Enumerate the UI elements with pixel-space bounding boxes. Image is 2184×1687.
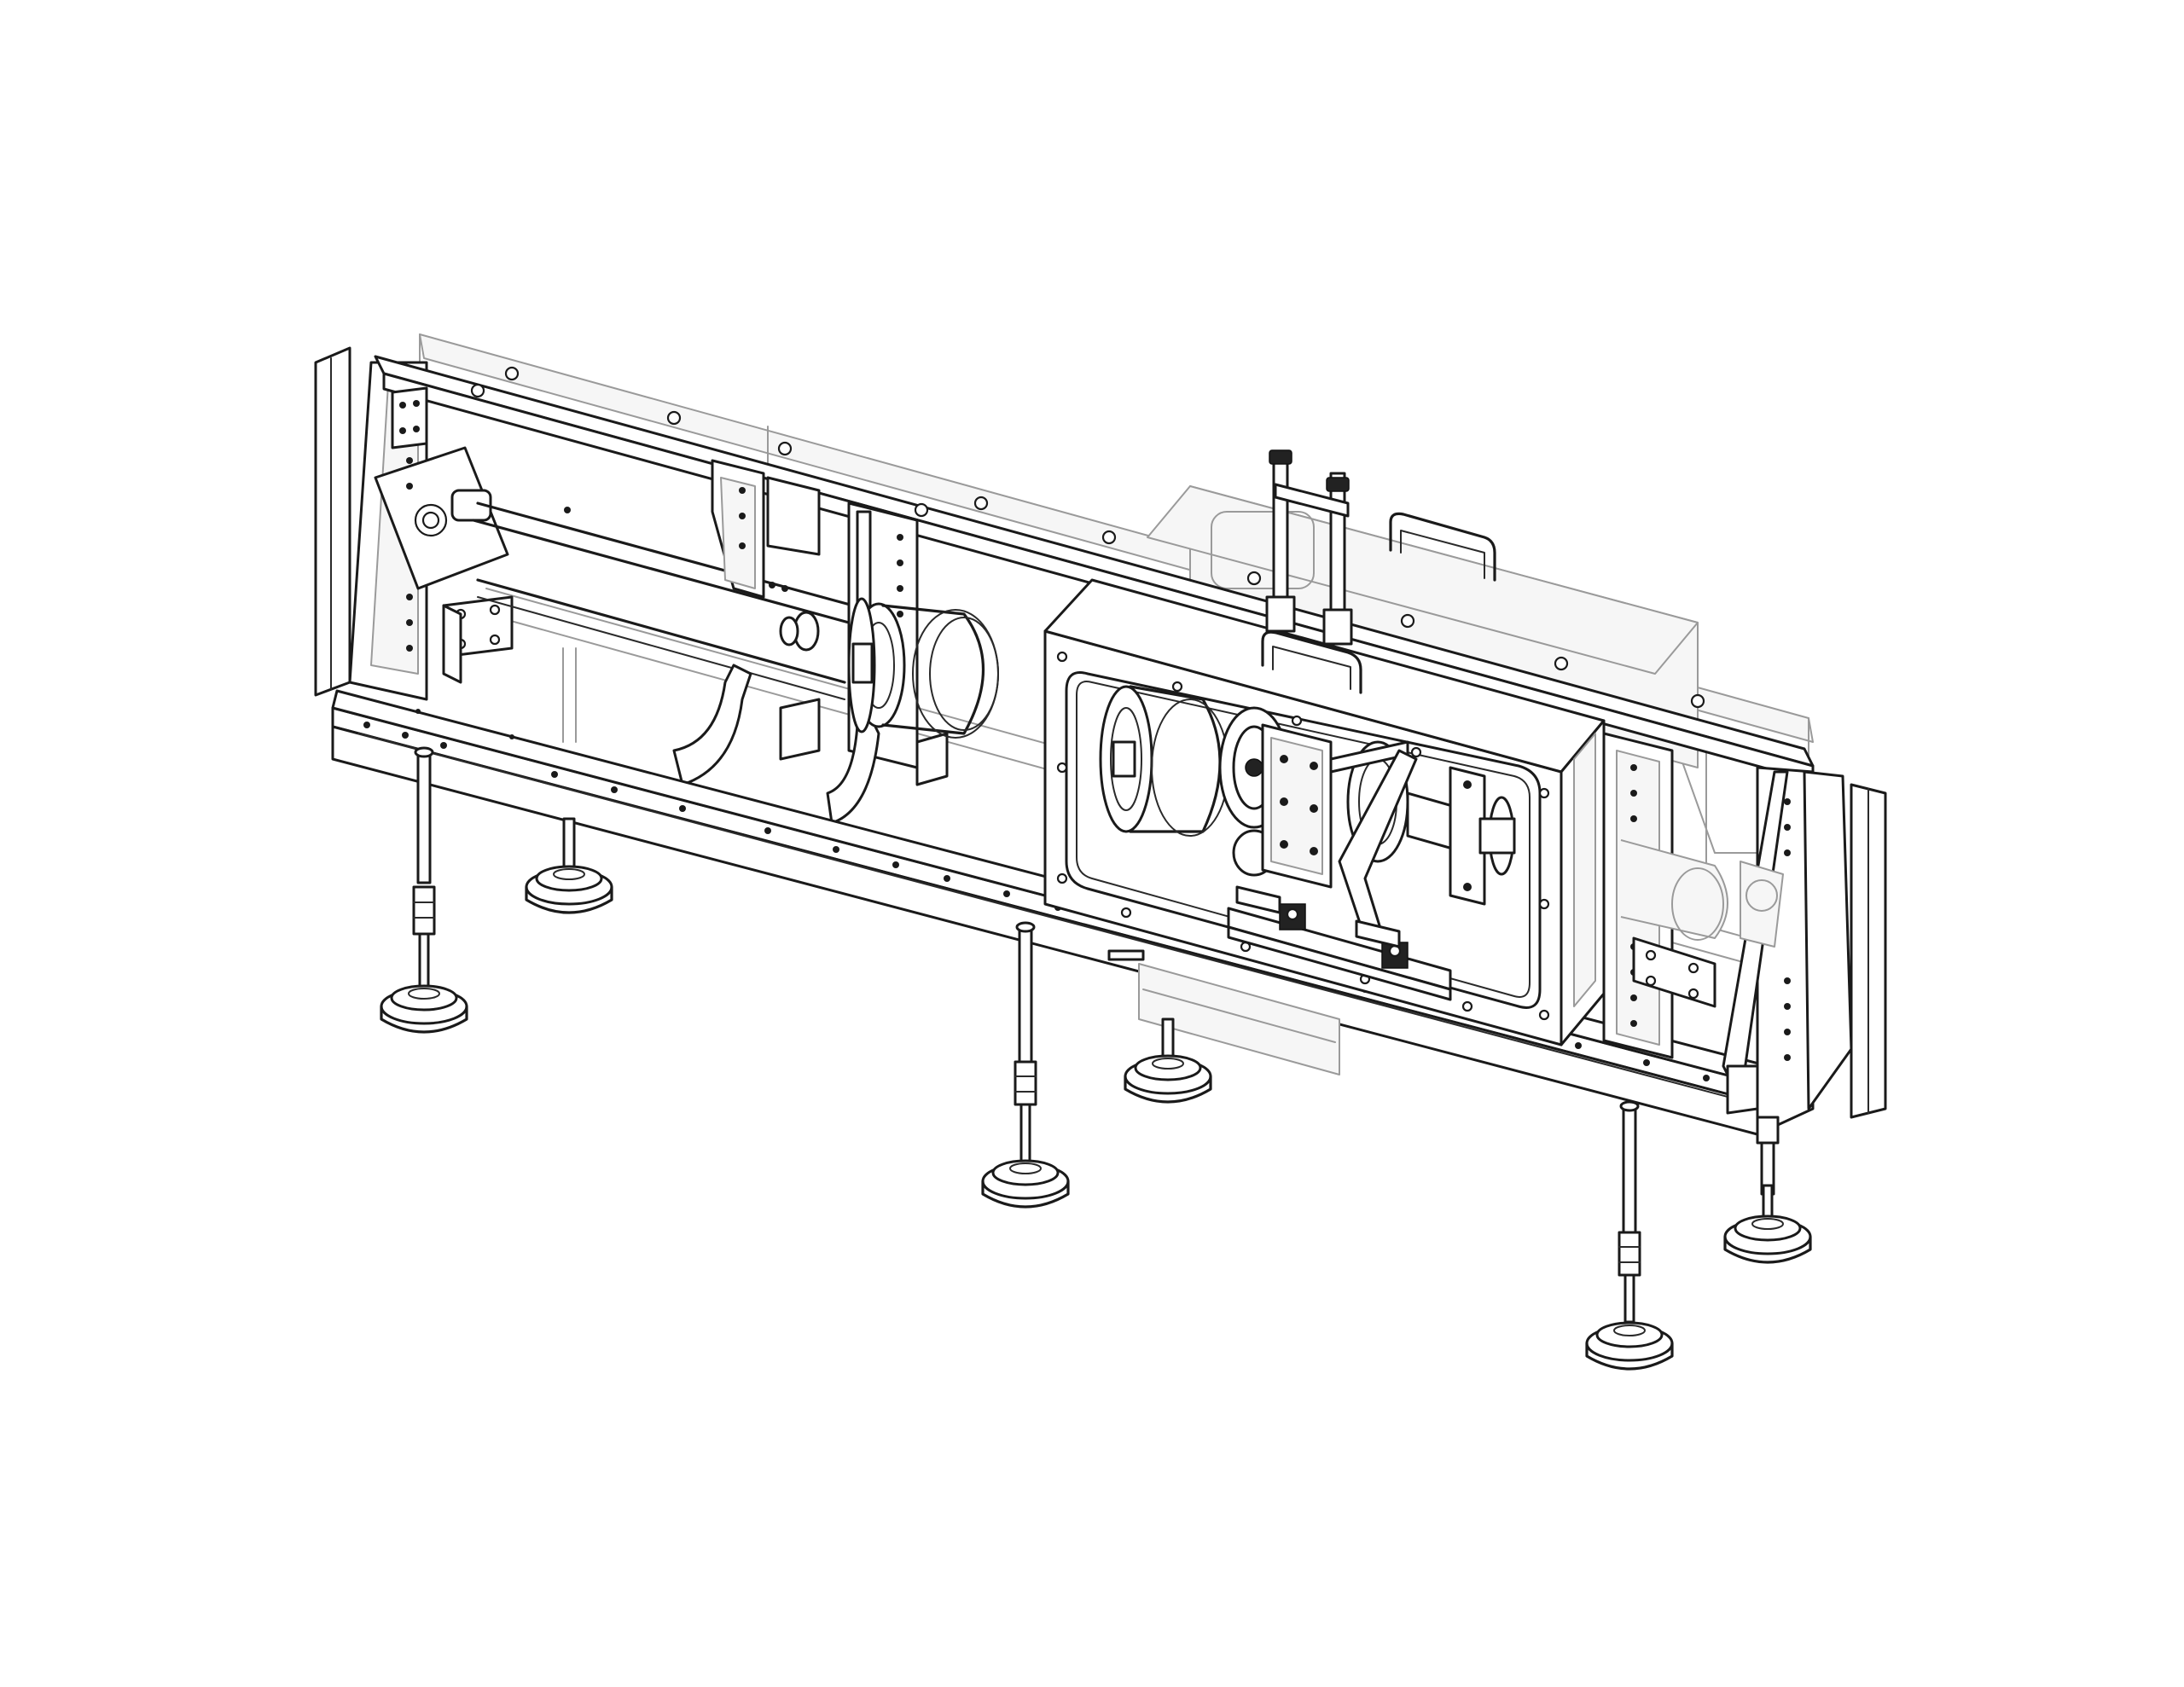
swing-arm bbox=[1338, 749, 1516, 940]
right-end-frame bbox=[1722, 766, 1887, 1136]
leveling-foot-5 bbox=[1585, 1100, 1674, 1371]
leveling-foot-2 bbox=[525, 817, 613, 914]
top-rail-holes bbox=[470, 366, 1705, 709]
slide-base-plate bbox=[1227, 885, 1452, 1001]
saddle-supports bbox=[672, 664, 949, 825]
leveling-foot-3 bbox=[981, 921, 1070, 1209]
leveling-foot-4 bbox=[1124, 1017, 1212, 1104]
vertical-guide-rods bbox=[1265, 449, 1353, 646]
leveling-foot-1 bbox=[380, 746, 468, 1034]
enclosure-handle bbox=[1261, 630, 1362, 694]
lower-enclosure-box bbox=[1107, 949, 1340, 1075]
drive-shaft bbox=[472, 501, 855, 700]
right-section-frame bbox=[1602, 732, 1728, 1059]
drum-cylinder-center bbox=[1099, 685, 1229, 837]
drum-cylinder-left bbox=[779, 597, 999, 739]
leveling-foot-6 bbox=[1723, 1116, 1812, 1264]
bulkhead-1 bbox=[711, 459, 821, 599]
